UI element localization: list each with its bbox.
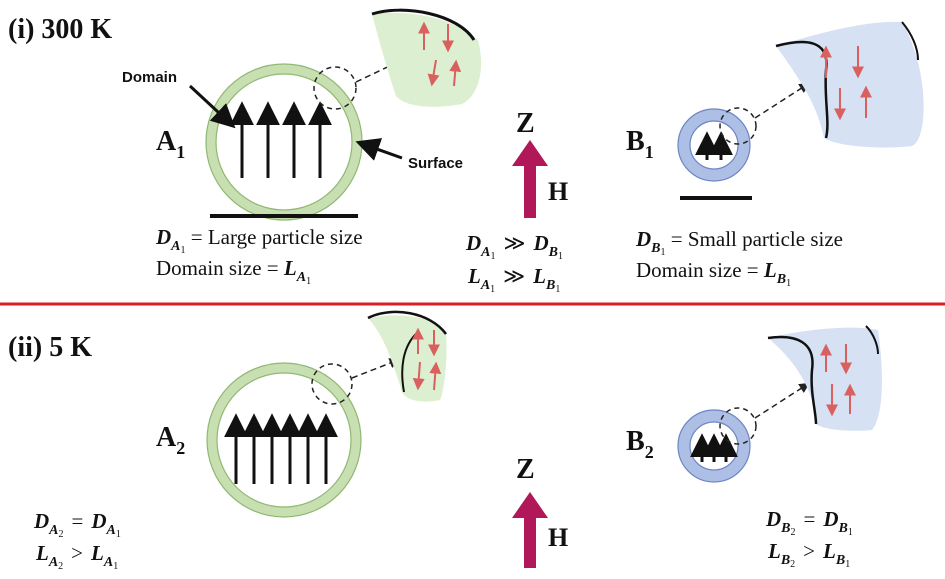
- caption-b1: DB1 = Small particle size Domain size = …: [635, 227, 843, 289]
- surface-zoom-a2: [367, 310, 448, 402]
- particle-a1-label: A1: [156, 126, 185, 162]
- zoom-circle-a2: [311, 363, 353, 405]
- field-h-top: Z H: [512, 108, 568, 218]
- caption-a1: DA1 = Large particle size Domain size = …: [155, 225, 363, 287]
- field-symbol-bottom: H: [548, 523, 568, 552]
- caption-middle-line2: LA1≫LB1: [467, 264, 560, 295]
- caption-a2-line2: LA2>LA1: [35, 541, 118, 572]
- caption-b2: DB2=DB1 LB2>LB1: [765, 507, 853, 570]
- caption-a1-line1: DA1 = Large particle size: [155, 225, 363, 256]
- particle-a2: [206, 358, 400, 518]
- domain-arrows-b1: [695, 131, 733, 160]
- particle-b2-label: B2: [626, 426, 654, 462]
- particle-b2: [677, 382, 810, 483]
- field-axis-bottom: Z: [516, 454, 535, 485]
- caption-b1-line1: DB1 = Small particle size: [635, 227, 843, 258]
- section-label-300k: (i) 300 K: [8, 14, 112, 45]
- surface-zoom-b2: [767, 325, 882, 431]
- particle-a1: [205, 60, 400, 221]
- caption-middle: DA1≫DB1 LA1≫LB1: [465, 231, 563, 295]
- field-arrow-top: [512, 140, 548, 218]
- zoom-circle-b1: [719, 107, 757, 145]
- particle-b1-shell: [678, 109, 750, 181]
- surface-zoom-a1: [371, 8, 482, 107]
- field-arrow-bottom: [512, 492, 548, 568]
- section-label-5k: (ii) 5 K: [8, 332, 92, 363]
- particle-a1-shell: [206, 64, 362, 220]
- zoom-circle-a1: [313, 66, 357, 110]
- caption-b2-line2: LB2>LB1: [767, 539, 850, 570]
- particle-b1: [677, 82, 810, 182]
- particle-b1-label: B1: [626, 126, 654, 162]
- caption-a2: DA2=DA1 LA2>LA1: [33, 509, 121, 572]
- domain-pointer: [188, 84, 236, 129]
- field-axis-top: Z: [516, 108, 535, 139]
- surface-pointer: [355, 138, 403, 161]
- domain-label: Domain: [122, 69, 177, 86]
- caption-b1-line2: Domain size = LB1: [636, 258, 791, 289]
- domain-arrows-a2: [224, 413, 338, 484]
- caption-a1-line2: Domain size = LA1: [156, 256, 311, 287]
- particle-b2-shell: [678, 410, 750, 482]
- surface-zoom-b1: [775, 21, 924, 148]
- caption-middle-line1: DA1≫DB1: [465, 231, 563, 262]
- field-h-bottom: Z H: [512, 454, 568, 568]
- caption-b2-line1: DB2=DB1: [765, 507, 853, 538]
- caption-a2-line1: DA2=DA1: [33, 509, 121, 540]
- field-symbol-top: H: [548, 177, 568, 206]
- domain-arrows-b2: [690, 433, 738, 462]
- zoom-circle-b2: [719, 407, 757, 445]
- particle-a2-shell: [207, 363, 361, 517]
- particle-a2-label: A2: [156, 422, 185, 458]
- domain-arrows-a1: [230, 101, 332, 178]
- surface-label: Surface: [408, 155, 463, 172]
